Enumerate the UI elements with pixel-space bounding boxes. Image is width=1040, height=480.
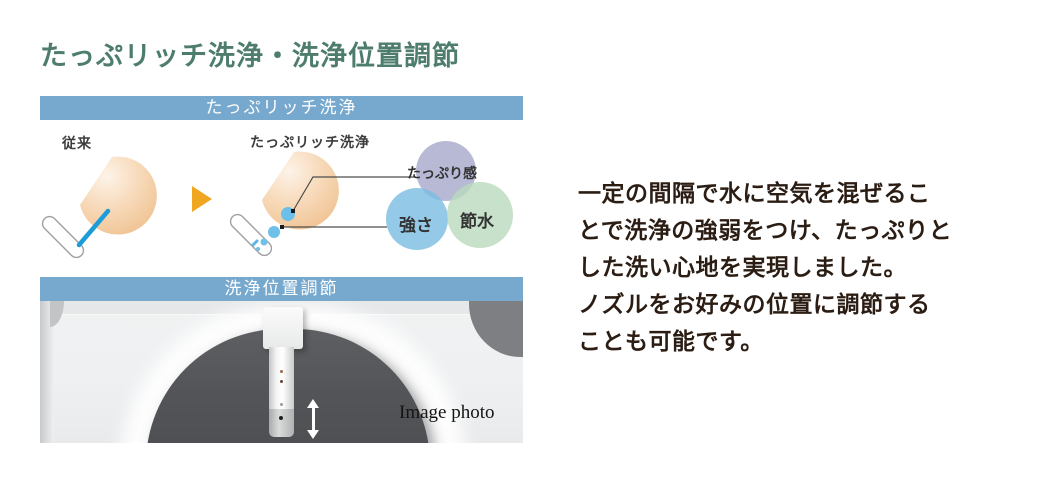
- venn-label-plenty: たっぷり感: [407, 165, 477, 181]
- arrow-right-icon: [192, 186, 212, 212]
- nozzle-hole: [280, 380, 283, 383]
- wash-diagram-graphic: [41, 141, 513, 259]
- conventional-dome: [80, 156, 157, 235]
- nozzle-hole: [280, 370, 283, 373]
- water-stream: [76, 208, 111, 248]
- photo-caption: Image photo: [399, 402, 495, 423]
- rich-wash-label: たっぷリッチ洗浄: [250, 134, 370, 150]
- nozzle-photo: Image photo: [40, 301, 523, 443]
- rich-nozzle: [229, 213, 273, 257]
- arrow-shaft: [312, 406, 315, 432]
- nozzle-housing: [263, 307, 303, 349]
- arrow-up-head: [307, 399, 319, 408]
- arrow-down-head: [307, 430, 319, 439]
- seat-left-edge: [40, 301, 54, 443]
- description-text: 一定の間隔で水に空気を混ぜるこ とで洗浄の強弱をつけ、たっぷりと した洗い心地を…: [578, 181, 953, 354]
- venn-circle-plenty: [416, 141, 476, 201]
- callout-dot-1: [291, 209, 295, 213]
- section-header-position: 洗浄位置調節: [40, 277, 523, 301]
- callout-lines: [282, 176, 416, 228]
- section-header-wash: たっぷリッチ洗浄: [40, 96, 523, 120]
- conventional-label: 従来: [62, 135, 92, 151]
- venn-diagram: [386, 141, 513, 250]
- venn-label-watersave: 節水: [460, 212, 494, 231]
- feature-panel: たっぷリッチ洗浄: [40, 96, 523, 443]
- conventional-nozzle: [41, 215, 85, 259]
- venn-circle-strength: [386, 188, 448, 250]
- rich-dome: [262, 151, 339, 230]
- wash-comparison-diagram: 従来 たっぷリッチ洗浄 たっぷり感 強さ 節水: [40, 120, 523, 277]
- venn-label-strength: 強さ: [399, 216, 433, 235]
- photo-corner-shade-left: [50, 301, 64, 327]
- callout-dot-2: [280, 225, 284, 229]
- nozzle-cylinder: [269, 347, 294, 409]
- page-title: たっぷリッチ洗浄・洗浄位置調節: [40, 41, 460, 71]
- vertical-adjust-arrow-icon: [307, 399, 321, 439]
- photo-corner-shade-right: [469, 301, 523, 357]
- nozzle-hole: [279, 416, 283, 420]
- venn-circle-watersave: [447, 182, 513, 248]
- nozzle-hole: [280, 403, 283, 406]
- nozzle-tip: [269, 409, 294, 437]
